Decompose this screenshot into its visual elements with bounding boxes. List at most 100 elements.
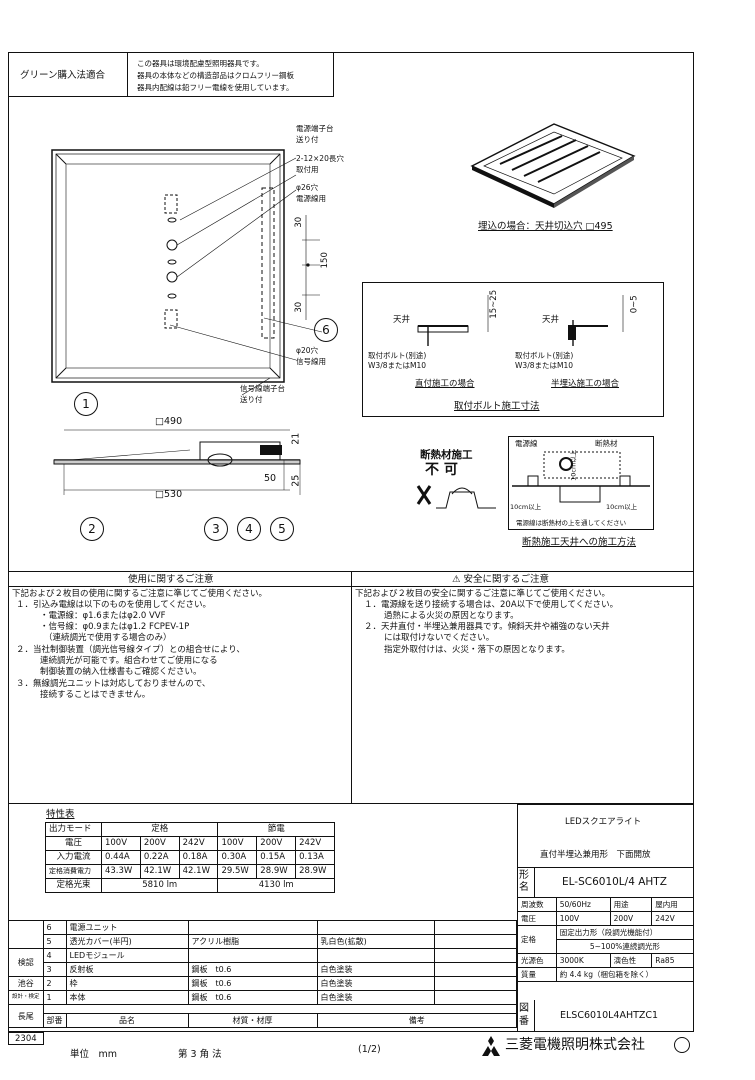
part-no-6: 6 (42, 920, 67, 935)
callout-terminal: 電源端子台 (296, 124, 334, 133)
head-note: 備考 (316, 1013, 518, 1028)
cri-label: 演色性 (609, 953, 653, 968)
head-name: 品名 (65, 1013, 189, 1028)
flux-label: 定格光束 (45, 878, 102, 893)
bolt-footer: 取付ボルト施工寸法 (454, 401, 540, 412)
part-material-5: アクリル樹脂 (187, 934, 318, 949)
mass-label: 質量 (517, 967, 557, 982)
part-name-4: LEDモジュール (65, 948, 189, 963)
part-name-6: 電源ユニット (65, 920, 189, 935)
safety-line-2: 過熱による火災の原因となります。 (384, 611, 519, 621)
model-label-sep (534, 867, 535, 897)
label-design: 設計・検定 (8, 990, 44, 1005)
projection: 第 3 角 法 (178, 1049, 222, 1060)
part-finish-1: 白色塗装 (316, 990, 435, 1005)
side-view-drawing (53, 429, 301, 495)
p-5: 28.9W (295, 864, 335, 879)
safety-line-1: １．電源線を送り接続する場合は、20A以下で使用してください。 (364, 600, 619, 610)
item-3-marker: 3 (204, 517, 228, 541)
item-1-marker: 1 (74, 392, 98, 416)
dim-side-30a: 30 (294, 216, 305, 228)
usage-line-4: （連続調光で使用する場合のみ） (44, 633, 172, 643)
dim-side-150: 150 (319, 252, 330, 269)
part-name-1: 本体 (65, 990, 189, 1005)
c-0: 0.44A (100, 850, 141, 865)
usage-line-3: ・信号線：φ0.9またはφ1.2 FCPEV-1P (40, 622, 190, 632)
bolt-left-bolt: 取付ボルト(別途) (368, 351, 427, 360)
ceiling-cut-note: 埋込の場合：天井切込穴 □495 (478, 221, 613, 232)
unit: 単位 mm (70, 1049, 118, 1060)
p-3: 29.5W (217, 864, 258, 879)
part-material-6 (187, 920, 318, 935)
top-view-drawing (51, 149, 323, 396)
bolt-right-dim: 0~5 (629, 295, 640, 314)
dim-490: □490 (155, 416, 183, 427)
head-no: 部番 (42, 1013, 67, 1028)
c-5: 0.13A (295, 850, 335, 865)
volt-label: 電圧 (517, 911, 557, 926)
company-logo (482, 1036, 500, 1056)
color: 3000K (555, 953, 611, 968)
item-2-marker: 2 (80, 517, 104, 541)
callout-signal-feed: 送り付 (240, 395, 263, 404)
bolt-right-spec: W3/8またはM10 (515, 361, 574, 370)
insul-sketch (416, 485, 496, 509)
part-finish-3: 白色塗装 (316, 962, 435, 977)
c-3: 0.30A (217, 850, 258, 865)
spec-title: 特性表 (46, 809, 75, 820)
green-label: グリーン購入法適合 (20, 70, 106, 81)
insul-dim-1: 10cm以上 (510, 503, 542, 511)
safety-title: ⚠ 安全に関するご注意 (452, 574, 550, 585)
cri: Ra85 (651, 953, 694, 968)
volt-2: 200V (609, 911, 653, 926)
notes-divider (351, 571, 352, 804)
insul-caption: 断熱施工天井への施工方法 (522, 537, 637, 548)
luminaire-perspective (470, 123, 636, 208)
drawing-number: ELSC6010L4AHTZC1 (560, 1010, 659, 1021)
dim-530: □530 (155, 489, 183, 500)
item-6-marker: 6 (314, 318, 338, 342)
label-nagao: 長尾 (8, 1004, 44, 1028)
part-name-5: 透光カバー(半円) (65, 934, 189, 949)
bolt-right-bolt: 取付ボルト(別途) (515, 351, 574, 360)
insul-drawing (512, 451, 650, 503)
part-no-4: 4 (42, 948, 67, 963)
usage-line-5: ２．当社制御装置（調光信号線タイプ）との組合せにより、 (16, 645, 245, 655)
color-label: 光源色 (517, 953, 557, 968)
callout-terminal-feed: 送り付 (296, 135, 319, 144)
bolt-section (362, 282, 664, 417)
bolt-left-spec: W3/8またはM10 (368, 361, 427, 370)
usage-line-1: １．引込み電線は以下のものを使用してください。 (16, 600, 211, 610)
insul-wire-label: 電源線 (515, 439, 538, 448)
label-kenin: 検認 (8, 948, 44, 977)
dim-50: 50 (264, 473, 277, 484)
power-label: 定格消費電力 (45, 864, 102, 879)
model-number: EL-SC6010L/4 AHTZ (562, 876, 667, 888)
rated-header: 定格 (100, 822, 219, 837)
label-ikeya: 池谷 (8, 976, 44, 991)
usage-title: 使用に関するご注意 (128, 574, 214, 585)
bolt-left-dim: 15~25 (489, 289, 500, 319)
product-name: LEDスクエアライト (565, 817, 642, 827)
eco-header: 節電 (217, 822, 335, 837)
safety-line-3: ２．天井直付・半埋込兼用器具です。傾斜天井や補強のない天井 (364, 622, 610, 632)
item-5-marker: 5 (270, 517, 294, 541)
code-box (8, 1032, 44, 1045)
drawing-label-sep (534, 1000, 535, 1032)
usage-line-6: 連続調光が可能です。組合わせてご使用になる (40, 656, 218, 666)
use-label: 用途 (609, 897, 653, 912)
v-2: 242V (178, 836, 219, 851)
v-1: 200V (139, 836, 180, 851)
use: 屋内用 (651, 897, 694, 912)
part-name-2: 枠 (65, 976, 189, 991)
part-no-3: 3 (42, 962, 67, 977)
dim-side-30b: 30 (294, 301, 305, 313)
model-row-line (517, 867, 694, 868)
callout-signal-terminal: 信号線端子台 (240, 384, 285, 393)
green-line-1: この器具は環境配慮型照明器具です。 (137, 59, 264, 68)
usage-line-2: ・電源線：φ1.6またはφ2.0 VVF (40, 611, 166, 621)
callout-hole26-use: 電源線用 (296, 194, 326, 203)
mode-label: 出力モード (45, 822, 102, 837)
